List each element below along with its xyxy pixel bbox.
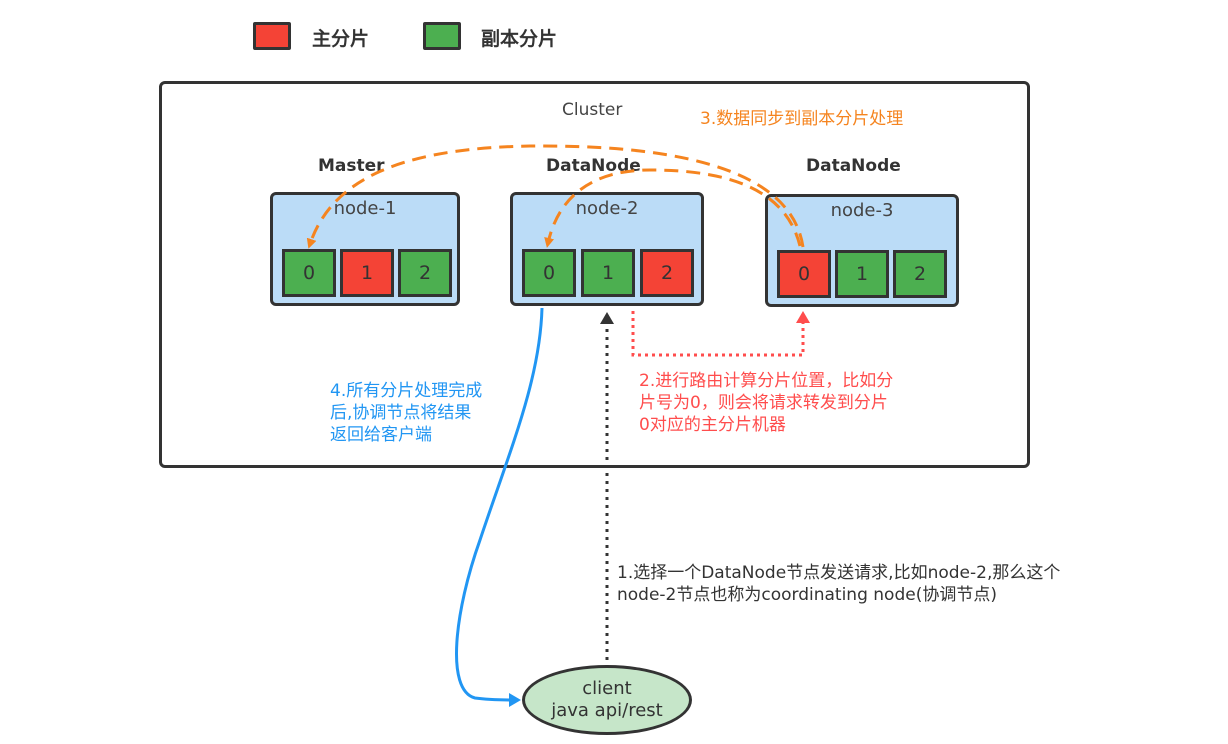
node-1-role: Master [318, 156, 385, 176]
step-2-line-1: 2.进行路由计算分片位置，比如分 [639, 371, 894, 391]
node-2-shard-0: 0 [522, 249, 576, 297]
step-3-text: 3.数据同步到副本分片处理 [700, 108, 903, 130]
client-label: client [582, 678, 632, 699]
legend-primary-swatch [253, 22, 291, 50]
step-1-line-1: 1.选择一个DataNode节点发送请求,比如node-2,那么这个 [617, 563, 1061, 583]
client-sublabel: java api/rest [551, 700, 663, 721]
node-2-shard-1: 1 [581, 249, 635, 297]
node-2-box: node-2 0 1 2 [510, 192, 704, 306]
node-1-shard-2: 2 [398, 249, 452, 297]
step-2-text: 2.进行路由计算分片位置，比如分 片号为0，则会将请求转发到分片 0对应的主分片… [639, 370, 893, 436]
node-3-shard-1: 1 [835, 250, 889, 298]
node-2-name: node-2 [575, 198, 639, 219]
step-4-text: 4.所有分片处理完成 后,协调节点将结果 返回给客户端 [330, 380, 482, 446]
legend-primary-label: 主分片 [312, 28, 370, 50]
node-2-role: DataNode [546, 156, 641, 176]
node-1-shard-0: 0 [282, 249, 336, 297]
node-3-shard-0: 0 [777, 250, 831, 298]
step-4-line-1: 4.所有分片处理完成 [330, 381, 483, 401]
node-3-role: DataNode [806, 156, 901, 176]
node-1-box: node-1 0 1 2 [270, 192, 460, 306]
node-3-name: node-3 [830, 200, 894, 221]
client-node: client java api/rest [522, 665, 692, 735]
step-2-line-2: 片号为0，则会将请求转发到分片 [639, 393, 888, 413]
step-4-line-3: 返回给客户端 [330, 425, 432, 445]
cluster-title: Cluster [562, 100, 623, 120]
node-3-shard-2: 2 [893, 250, 947, 298]
step-4-line-2: 后,协调节点将结果 [330, 403, 472, 423]
step-1-text: 1.选择一个DataNode节点发送请求,比如node-2,那么这个 node-… [617, 562, 1060, 606]
node-3-box: node-3 0 1 2 [765, 194, 959, 307]
legend-replica-swatch [423, 22, 461, 50]
legend-replica-label: 副本分片 [481, 28, 558, 50]
node-1-name: node-1 [333, 198, 397, 219]
step-1-line-2: node-2节点也称为coordinating node(协调节点) [617, 585, 997, 605]
step-2-line-3: 0对应的主分片机器 [639, 415, 786, 435]
node-2-shard-2: 2 [640, 249, 694, 297]
node-1-shard-1: 1 [340, 249, 394, 297]
step-3-line-1: 3.数据同步到副本分片处理 [700, 109, 904, 129]
